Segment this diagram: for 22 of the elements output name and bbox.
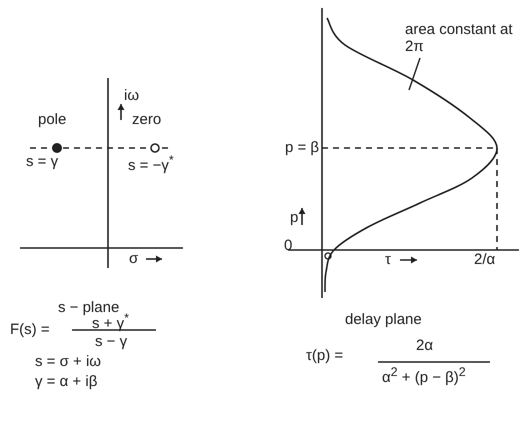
- pole-label: pole: [38, 112, 66, 128]
- equation-text: s − γ: [95, 334, 128, 350]
- axis-label: 0: [284, 238, 292, 254]
- equation-text: s = σ + iω: [35, 354, 101, 370]
- equation-text: s = γ: [26, 154, 58, 170]
- equation-text: 2α: [416, 338, 434, 354]
- equation-text: γ = α + iβ: [35, 374, 98, 390]
- axis-label: τ: [385, 252, 391, 268]
- equation-text: α$^{2}$ + (p − β)$^{2}$: [382, 366, 466, 386]
- equation-text: s = −γ$^{*}$: [128, 154, 174, 174]
- zero-label: zero: [132, 112, 162, 128]
- plane-title: delay plane: [345, 312, 422, 328]
- curve: [324, 18, 498, 292]
- annotation-text: area constant at 2π: [405, 22, 515, 55]
- equation-text: F(s) =: [10, 322, 50, 338]
- axis-label: 2/α: [474, 252, 496, 268]
- leader-line: [408, 58, 421, 90]
- axis-label: p: [290, 210, 298, 226]
- plane-title: s − plane: [58, 300, 120, 316]
- equation-text: τ(p) =: [306, 348, 344, 364]
- axis-label: iω: [124, 88, 140, 104]
- axis-label: σ: [129, 251, 138, 268]
